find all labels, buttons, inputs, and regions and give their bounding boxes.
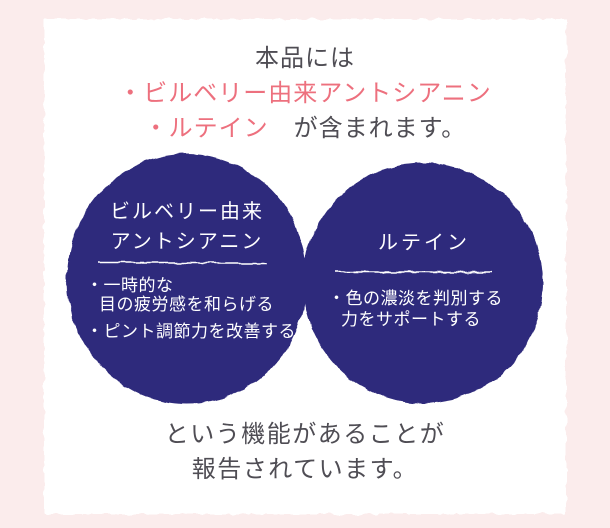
- left-circle-title-line-2: アントシアニン: [110, 229, 264, 253]
- footer-line-1: という機能があることが: [164, 420, 446, 448]
- right-circle-benefits: ・色の濃淡を判別する 力をサポートする: [328, 289, 503, 331]
- heading-ingredient-lutein: ・ルテイン: [143, 114, 269, 142]
- heading-line-3-rest: が含まれます。: [268, 114, 467, 142]
- benefit-line: 力をサポートする: [341, 310, 481, 330]
- left-venn-circle: [67, 154, 307, 404]
- heading-ingredient-anthocyanin: ・ビルベリー由来アントシアニン: [118, 79, 492, 107]
- heading-line-1: 本品には: [255, 44, 355, 72]
- right-venn-circle: [303, 163, 543, 403]
- right-circle-title-line-1: ルテイン: [378, 230, 470, 254]
- benefit-eye-fatigue: ・一時的な 目の疲労感を和らげる: [86, 277, 296, 315]
- left-circle-title: ビルベリー由来 アントシアニン: [66, 196, 308, 256]
- heading-line-3: ・ルテイン が含まれます。: [43, 111, 567, 146]
- benefit-line: 目の疲労感を和らげる: [99, 295, 274, 315]
- heading: 本品には ・ビルベリー由来アントシアニン ・ルテイン が含まれます。: [43, 41, 567, 146]
- left-circle-benefits: ・一時的な 目の疲労感を和らげる ・ピント調節力を改善する: [86, 277, 296, 342]
- footer-line-2: 報告されています。: [191, 455, 419, 483]
- benefit-focus-adjustment: ・ピント調節力を改善する: [86, 323, 296, 342]
- benefit-color-contrast: ・色の濃淡を判別する 力をサポートする: [328, 289, 503, 331]
- benefit-line: ・一時的な: [86, 276, 174, 296]
- footer-note: という機能があることが 報告されています。: [43, 417, 567, 487]
- benefit-line: ・色の濃淡を判別する: [328, 289, 503, 309]
- right-circle-title: ルテイン: [323, 227, 525, 257]
- left-circle-title-line-1: ビルベリー由来: [110, 199, 264, 223]
- benefit-line: ・ピント調節力を改善する: [86, 322, 296, 342]
